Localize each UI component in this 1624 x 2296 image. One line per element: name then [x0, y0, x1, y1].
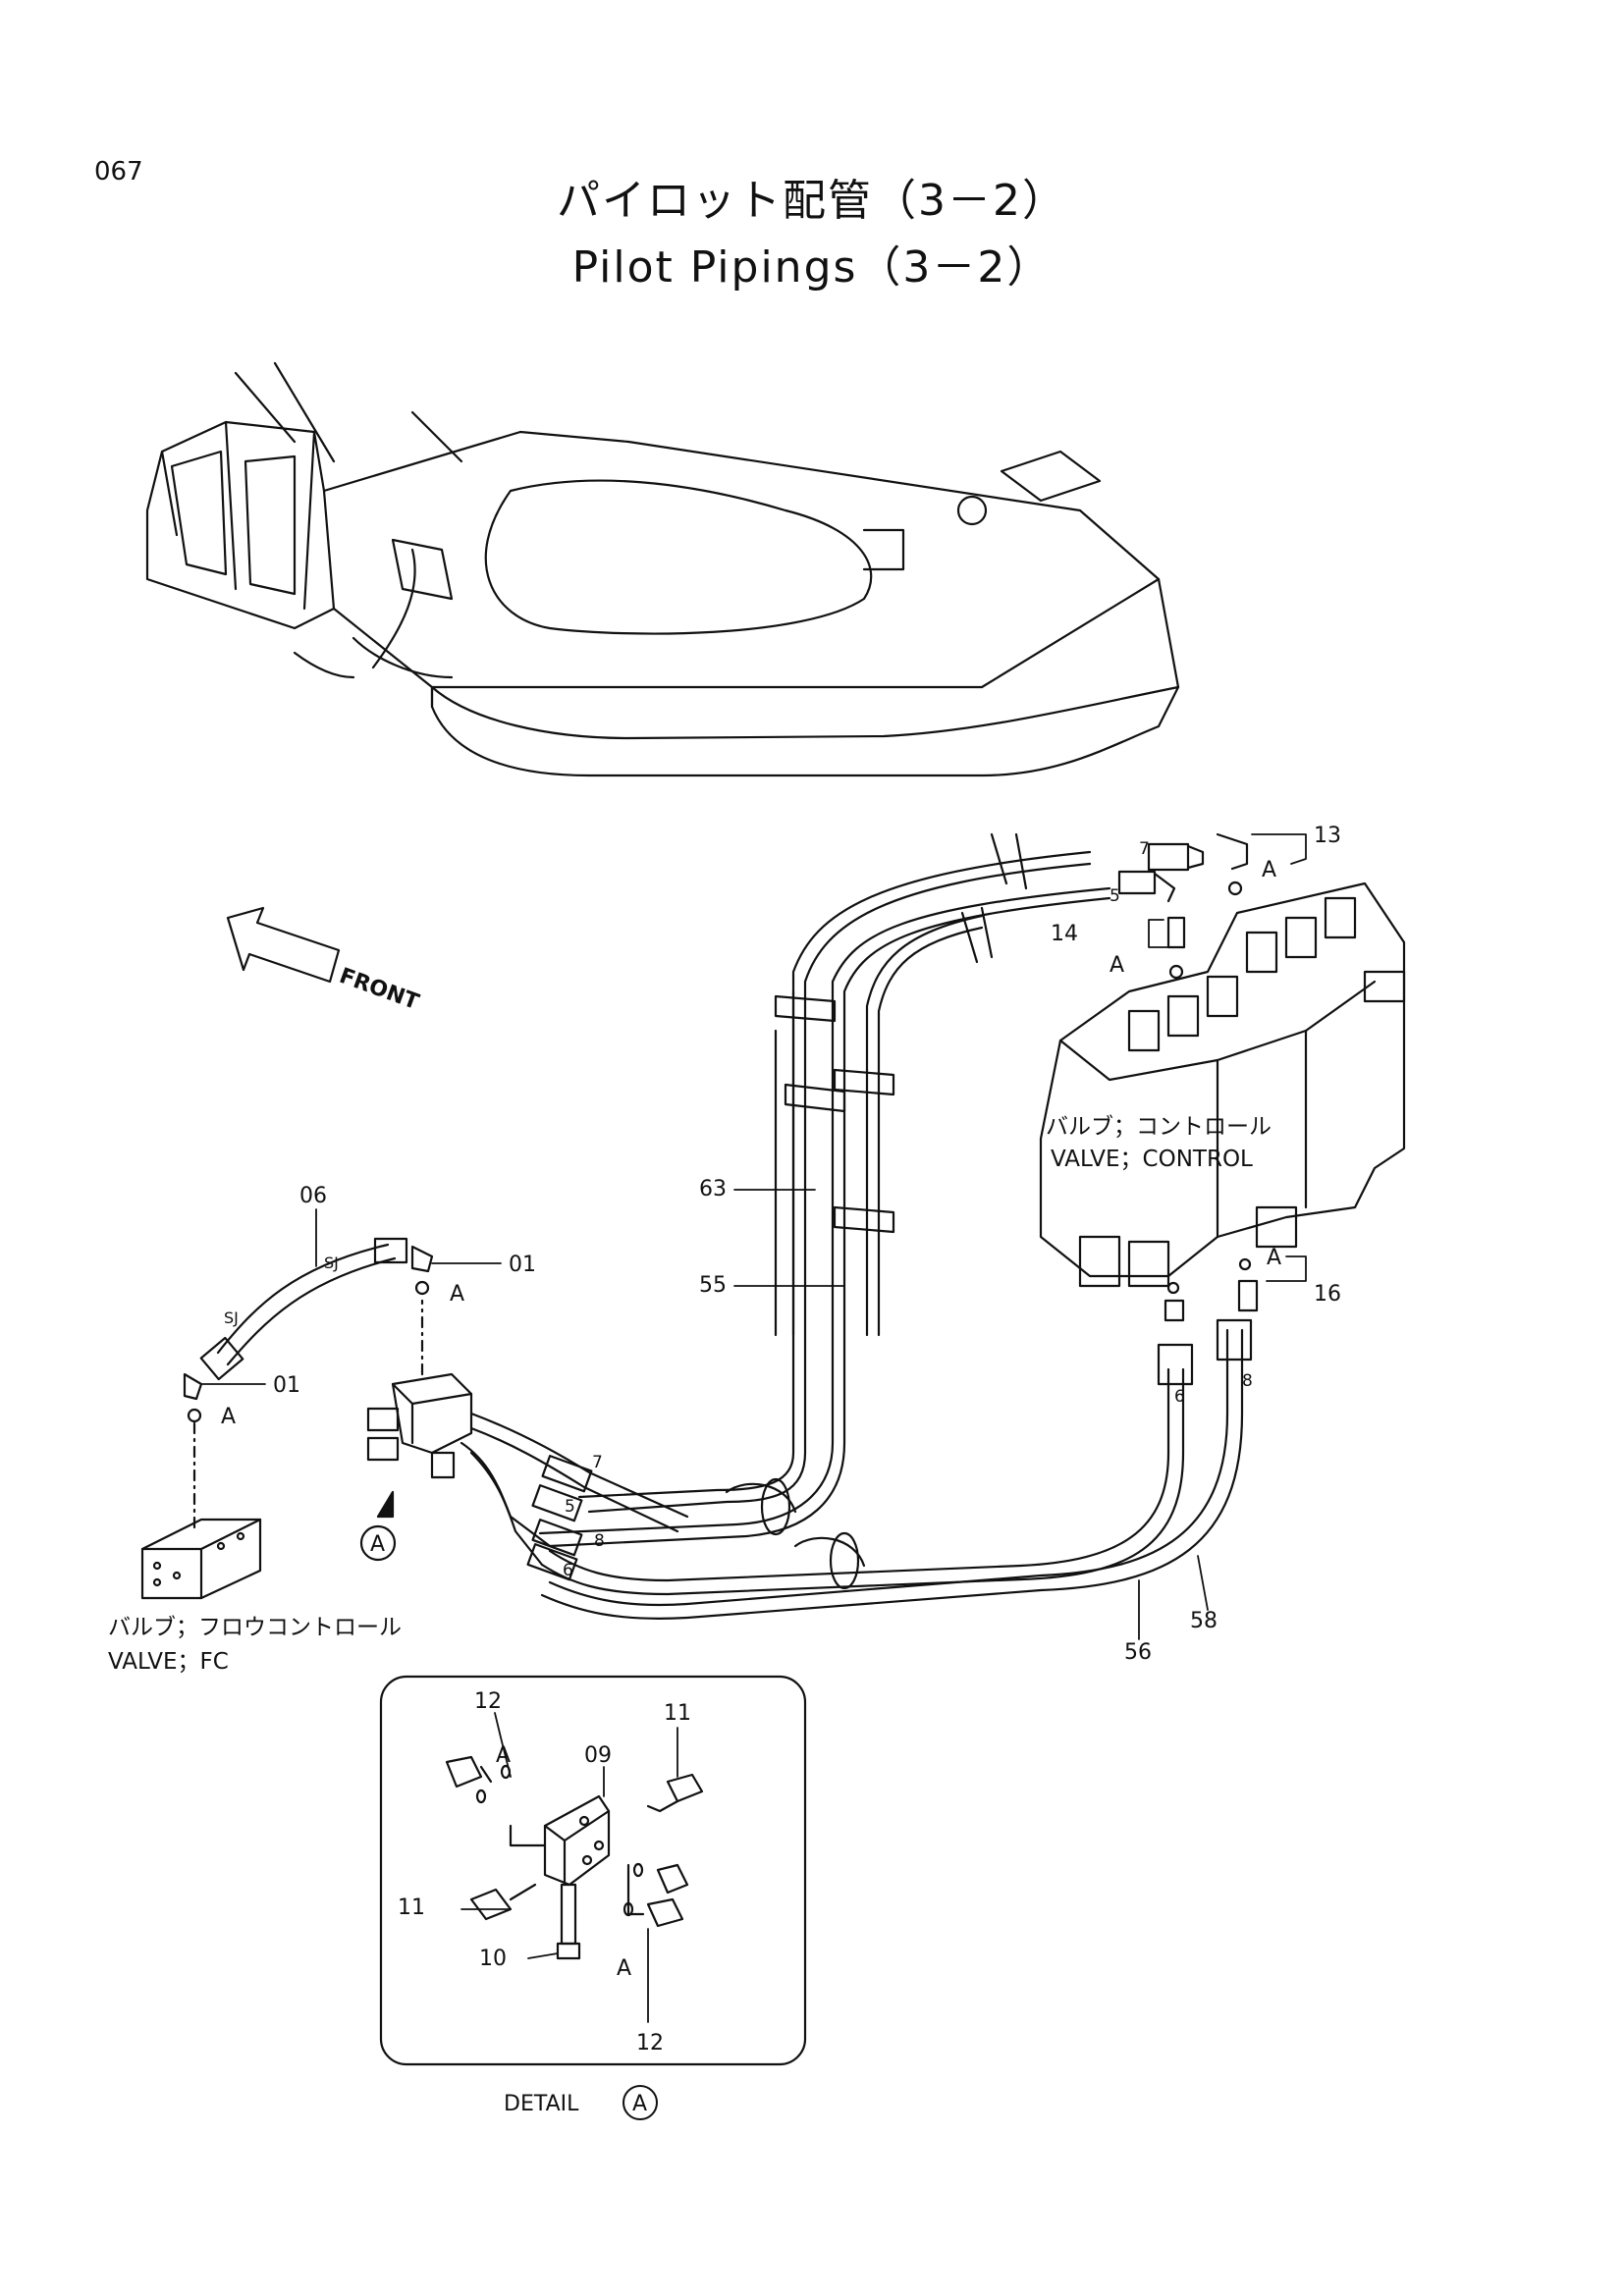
hose-06	[183, 1237, 434, 1423]
callout-58: 58	[1190, 1609, 1218, 1633]
hose-tag-5-left: 5	[565, 1497, 575, 1517]
callout-55: 55	[699, 1273, 727, 1298]
callout-06: 06	[299, 1184, 327, 1208]
callout-63: 63	[699, 1177, 727, 1201]
title-english: Pilot Pipings（3－2）	[571, 242, 1053, 293]
section-circle-a	[359, 1524, 397, 1562]
callout-12-bottom: 12	[636, 2031, 664, 2056]
fittings-control-valve	[1117, 832, 1259, 1322]
callout-56: 56	[1124, 1640, 1152, 1665]
valve-control-jp: バルブ；コントロール	[1046, 1114, 1272, 1140]
callout-a-13: A	[1262, 858, 1276, 882]
callout-13: 13	[1314, 824, 1341, 848]
callout-a-detail-bottom: A	[617, 1956, 631, 1981]
hose-tag-7-left: 7	[592, 1453, 603, 1472]
callout-a-lower: A	[221, 1405, 236, 1429]
front-direction-arrow	[226, 906, 341, 984]
callout-11-right: 11	[664, 1701, 691, 1726]
callout-01-lower: 01	[273, 1373, 300, 1398]
callout-11-left: 11	[398, 1896, 425, 1920]
hose-tag-8-left: 8	[594, 1531, 605, 1551]
hose-tag-8-right: 8	[1242, 1371, 1253, 1391]
section-arrow	[376, 1490, 395, 1519]
front-label: FRONT	[336, 964, 422, 1015]
detail-marker: A	[632, 2092, 647, 2116]
title-japanese: パイロット配管（3－2）	[557, 176, 1067, 226]
section-marker-a: A	[370, 1532, 385, 1557]
hose-bundle-63-55	[538, 850, 1111, 1548]
valve-fc-block	[140, 1421, 262, 1600]
detail-caption: DETAIL	[504, 2092, 579, 2116]
leader-lines	[201, 833, 1307, 2023]
callout-sj-lower: SJ	[224, 1308, 239, 1327]
callout-sj-upper: SJ	[324, 1254, 339, 1272]
detail-circle	[623, 2085, 658, 2120]
detail-a-box	[379, 1675, 807, 2066]
callout-09: 09	[584, 1743, 612, 1768]
callout-10: 10	[479, 1947, 507, 1971]
hose-tag-6-left: 6	[563, 1561, 573, 1580]
excavator-overview	[145, 361, 1180, 777]
valve-fc-en: VALVE；FC	[108, 1649, 229, 1675]
page-number: 067	[94, 157, 143, 187]
junction-block-a	[366, 1299, 689, 1581]
hose-clamps	[725, 832, 1028, 1590]
callout-a-16: A	[1267, 1246, 1281, 1270]
callout-14: 14	[1051, 922, 1078, 946]
valve-control-en: VALVE；CONTROL	[1051, 1147, 1253, 1172]
callout-a-upper: A	[450, 1282, 464, 1307]
callout-a-detail-top: A	[496, 1743, 511, 1768]
hose-tag-6-right: 6	[1174, 1387, 1185, 1407]
callout-01-upper: 01	[509, 1253, 536, 1277]
hose-tag-5-top: 5	[1110, 886, 1120, 906]
hoses-56-58	[540, 1318, 1253, 1620]
callout-a-14: A	[1110, 953, 1124, 978]
callout-12-top: 12	[474, 1689, 502, 1714]
callout-16: 16	[1314, 1282, 1341, 1307]
valve-fc-jp: バルブ；フロウコントロール	[108, 1615, 402, 1640]
hose-tag-7-top: 7	[1139, 839, 1150, 859]
control-valve-body	[1039, 881, 1406, 1288]
